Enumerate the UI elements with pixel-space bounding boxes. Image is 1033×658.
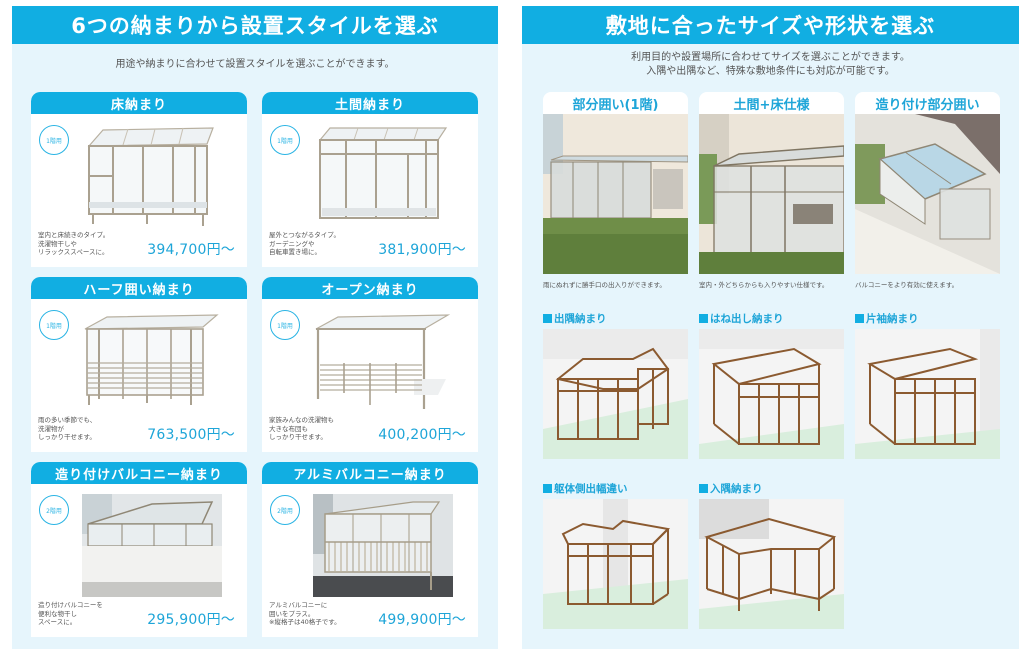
floor-badge: 1階用 [270, 310, 300, 340]
card-price: 763,500円〜 [147, 427, 235, 443]
variant-single-wing[interactable]: 片袖納まり [855, 311, 1000, 459]
open-style-terrace-image [315, 314, 450, 409]
variant-label: 入隅納まり [699, 481, 844, 496]
card-price: 499,900円〜 [378, 612, 466, 628]
tile-title: 部分囲い(1階) [543, 92, 688, 114]
panel-subtitle: 用途や納まりに合わせて設置スタイルを選ぶことができます。 [115, 59, 395, 70]
variant-label: 出隅納まり [543, 311, 688, 326]
floor-badge: 1階用 [39, 125, 69, 155]
style-card-aluminum-balcony[interactable]: アルミバルコニー納まり 2階用 アルミバルコニーに 囲いをプラス。 ※縦格子は4… [262, 462, 478, 637]
card-title: 床納まり [31, 92, 247, 114]
card-title: アルミバルコニー納まり [262, 462, 478, 484]
bullet-square-icon [699, 484, 708, 493]
card-price: 295,900円〜 [147, 612, 235, 628]
variant-different-depth[interactable]: 躯体側出幅違い [543, 481, 688, 629]
bullet-square-icon [543, 484, 552, 493]
earthen-floor-sunroom-image [318, 127, 448, 219]
style-card-floor[interactable]: 床納まり 1階用 室内と床続きのタイプ。 洗濯物干しや リラックススペースに。 … [31, 92, 247, 267]
tile-caption: 雨にぬれずに勝手口の出入りができます。 [543, 281, 666, 289]
card-price: 381,900円〜 [378, 242, 466, 258]
earthen-floor-spec-photo [699, 114, 844, 274]
card-title: オープン納まり [262, 277, 478, 299]
card-title: 造り付けバルコニー納まり [31, 462, 247, 484]
card-title: ハーフ囲い納まり [31, 277, 247, 299]
aluminum-balcony-photo [313, 494, 453, 597]
bullet-square-icon [543, 314, 552, 323]
variant-inside-corner[interactable]: 入隅納まり [699, 481, 844, 629]
bullet-square-icon [699, 314, 708, 323]
half-enclosure-sunroom-image [84, 314, 219, 405]
subtitle-line-2: 入隅や出隅など、特殊な敷地条件にも対応が可能です。 [646, 66, 895, 77]
tile-earthen-floor-spec[interactable]: 土間+床仕様 室内・外どちらからも入りやすい仕様です。 [699, 92, 844, 289]
variant-label: はね出し納まり [699, 311, 844, 326]
card-price: 394,700円〜 [147, 242, 235, 258]
size-shape-panel: 敷地に合ったサイズや形状を選ぶ 利用目的や設置場所に合わせてサイズを選ぶことがで… [522, 6, 1019, 649]
tile-built-in-partial[interactable]: 造り付け部分囲い バルコニーをより有効に使えます。 [855, 92, 1000, 289]
subtitle-line-1: 利用目的や設置場所に合わせてサイズを選ぶことができます。 [631, 52, 910, 63]
card-description: アルミバルコニーに 囲いをプラス。 ※縦格子は40格子です。 [269, 601, 341, 626]
tile-caption: 室内・外どちらからも入りやすい仕様です。 [699, 281, 829, 289]
variant-label: 躯体側出幅違い [543, 481, 688, 496]
partial-enclosure-photo [543, 114, 688, 274]
variant-outside-corner[interactable]: 出隅納まり [543, 311, 688, 459]
card-price: 400,200円〜 [378, 427, 466, 443]
panel-title: 敷地に合ったサイズや形状を選ぶ [522, 6, 1019, 44]
bullet-square-icon [855, 314, 864, 323]
card-description: 造り付けバルコニーを 便利な物干し スペースに。 [38, 601, 103, 626]
different-depth-diagram [543, 499, 688, 629]
tile-caption: バルコニーをより有効に使えます。 [855, 281, 959, 289]
floor-badge: 1階用 [270, 125, 300, 155]
variant-label: 片袖納まり [855, 311, 1000, 326]
outside-corner-diagram [543, 329, 688, 459]
card-title: 土間納まり [262, 92, 478, 114]
tile-title: 造り付け部分囲い [855, 92, 1000, 114]
style-card-open[interactable]: オープン納まり 1階用 家族みんなの洗濯物も 大きな布団も しっかり干せます。 … [262, 277, 478, 452]
panel-title: 6つの納まりから設置スタイルを選ぶ [12, 6, 498, 44]
style-card-built-in-balcony[interactable]: 造り付けバルコニー納まり 2階用 造り付けバルコニーを 便利な物干し スペースに… [31, 462, 247, 637]
built-in-partial-photo [855, 114, 1000, 274]
card-description: 屋外とつながるタイプ。 ガーデニングや 自転車置き場に。 [269, 231, 341, 256]
installation-style-panel: 6つの納まりから設置スタイルを選ぶ 用途や納まりに合わせて設置スタイルを選ぶこと… [12, 6, 498, 649]
single-wing-diagram [855, 329, 1000, 459]
floor-badge: 1階用 [39, 310, 69, 340]
floor-badge: 2階用 [270, 495, 300, 525]
card-description: 家族みんなの洗濯物も 大きな布団も しっかり干せます。 [269, 416, 334, 441]
style-card-earthen-floor[interactable]: 土間納まり 1階用 屋外とつながるタイプ。 ガーデニングや 自転車置き場に。 3… [262, 92, 478, 267]
tile-partial-enclosure[interactable]: 部分囲い(1階) 雨にぬれずに勝手口の出入りができます。 [543, 92, 688, 289]
built-in-balcony-photo [82, 494, 222, 597]
projection-diagram [699, 329, 844, 459]
variant-projection[interactable]: はね出し納まり [699, 311, 844, 459]
tile-title: 土間+床仕様 [699, 92, 844, 114]
inside-corner-diagram [699, 499, 844, 629]
panel-subtitle: 利用目的や設置場所に合わせてサイズを選ぶことができます。 入隅や出隅など、特殊な… [522, 51, 1019, 79]
style-card-half-enclosure[interactable]: ハーフ囲い納まり 1階用 雨の多い季節でも、 洗濯物が しっかり干せます。 76… [31, 277, 247, 452]
card-description: 雨の多い季節でも、 洗濯物が しっかり干せます。 [38, 416, 97, 441]
floor-style-sunroom-image [87, 127, 214, 226]
floor-badge: 2階用 [39, 495, 69, 525]
card-description: 室内と床続きのタイプ。 洗濯物干しや リラックススペースに。 [38, 231, 110, 256]
